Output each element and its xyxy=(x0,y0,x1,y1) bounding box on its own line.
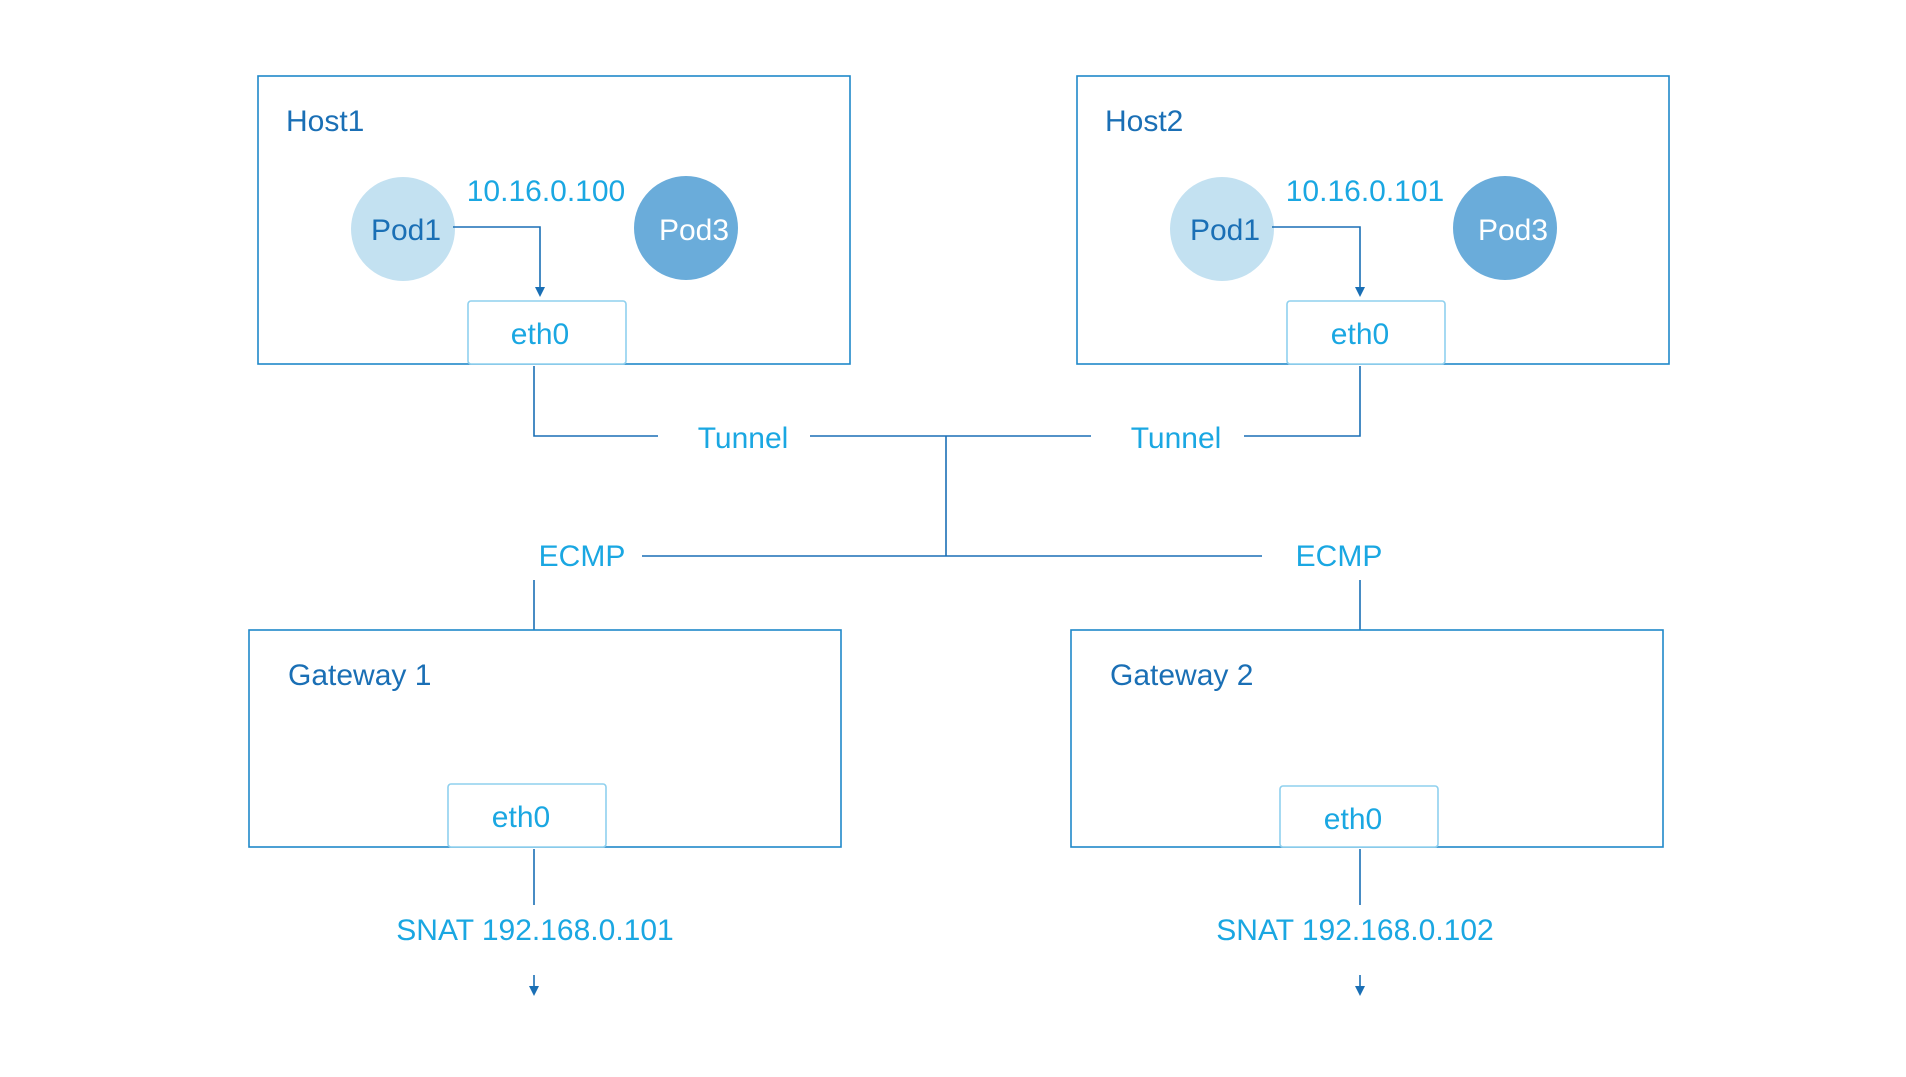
host1-eth0-label: eth0 xyxy=(511,318,569,351)
host2-eth0-box xyxy=(1286,300,1446,365)
ecmp-right-label: ECMP xyxy=(1296,540,1383,573)
tunnel-right-label: Tunnel xyxy=(1131,422,1222,455)
host2-pod1 xyxy=(1170,177,1274,281)
gateway2-snat-label: SNAT 192.168.0.102 xyxy=(1216,914,1493,947)
host1-eth0-box xyxy=(467,300,627,365)
host2-pod1-label: Pod1 xyxy=(1190,214,1260,247)
host1-pod3 xyxy=(634,176,738,280)
host2-pod-ip: 10.16.0.101 xyxy=(1286,175,1444,208)
host1-title: Host1 xyxy=(286,105,364,138)
host1-pod3-label: Pod3 xyxy=(659,214,729,247)
host1-pod1 xyxy=(351,177,455,281)
gateway1-eth0-box xyxy=(447,783,607,848)
host1-tunnel-line xyxy=(533,366,658,437)
gateway2-eth0-label: eth0 xyxy=(1324,803,1382,836)
host2-eth0-label: eth0 xyxy=(1331,318,1389,351)
ecmp-left-label: ECMP xyxy=(539,540,626,573)
host1-pod-ip: 10.16.0.100 xyxy=(467,175,625,208)
host1-pod1-label: Pod1 xyxy=(371,214,441,247)
host1-pod1-arrow xyxy=(453,226,545,297)
gateway2-node: Gateway 2 eth0 SNAT 192.168.0.102 xyxy=(1070,629,1664,996)
host2-tunnel-line xyxy=(1244,366,1361,437)
host2-title: Host2 xyxy=(1105,105,1183,138)
tunnel-left-label: Tunnel xyxy=(698,422,789,455)
gateway1-title: Gateway 1 xyxy=(288,659,431,692)
gateway1-snat-label: SNAT 192.168.0.101 xyxy=(396,914,673,947)
gateway2-title: Gateway 2 xyxy=(1110,659,1253,692)
host1-node: Host1 Pod1 Pod3 10.16.0.100 eth0 xyxy=(257,75,851,365)
gateway2-eth0-box xyxy=(1279,785,1439,848)
host2-pod1-arrow xyxy=(1272,226,1365,297)
host2-pod3 xyxy=(1453,176,1557,280)
host2-node: Host2 Pod1 Pod3 10.16.0.101 eth0 xyxy=(1076,75,1670,365)
host2-pod3-label: Pod3 xyxy=(1478,214,1548,247)
gateway1-eth0-label: eth0 xyxy=(492,801,550,834)
gateway1-node: Gateway 1 eth0 SNAT 192.168.0.101 xyxy=(248,629,842,996)
